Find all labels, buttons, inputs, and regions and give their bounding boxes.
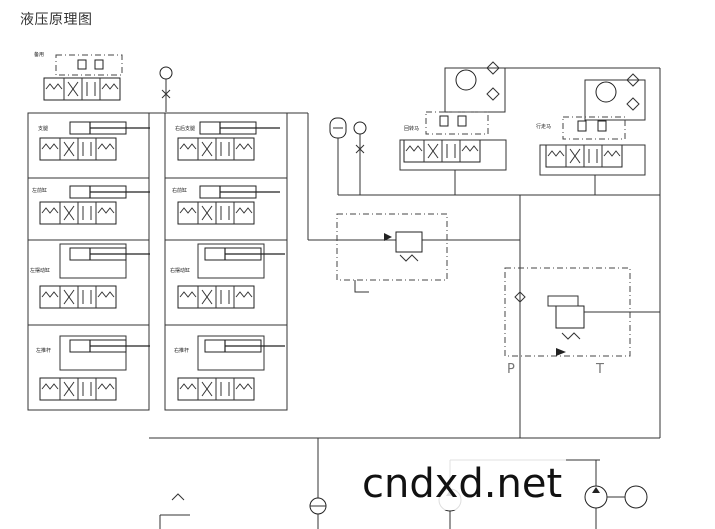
motor-left: 回转马 (399, 61, 507, 171)
label-motor-right: 行走马 (536, 123, 551, 130)
label-left-2: 左前缸 (32, 187, 47, 194)
label-motor-left: 回转马 (404, 125, 419, 132)
label-right-4: 右推杆 (174, 347, 189, 354)
label-left-3: 左摆动缸 (30, 267, 50, 274)
label-right-1: 右后支腿 (175, 125, 195, 132)
port-p-label: P (507, 362, 515, 377)
page-title: 液压原理图 (20, 12, 93, 28)
label-spare: 备用 (34, 51, 44, 58)
main-relief-valve: P T (504, 267, 660, 377)
label-right-2: 右前缸 (172, 187, 187, 194)
label-right-3: 右摆动缸 (170, 267, 190, 274)
left-column: 支腿 左前缸 左摆动缸 左推杆 (27, 112, 151, 411)
spare-valve: 备用 (34, 51, 123, 101)
watermark: cndxd.net (358, 458, 567, 510)
label-left-1: 支腿 (38, 125, 48, 132)
relief-valve-group (336, 213, 448, 293)
port-t-label: T (595, 362, 604, 377)
right-column: 右后支腿 右前缸 右摆动缸 右推杆 (164, 112, 288, 411)
label-left-4: 左推杆 (36, 347, 51, 354)
motor-right: 行走马 (536, 73, 646, 176)
accumulator (329, 117, 660, 196)
gauge-top (159, 66, 173, 112)
